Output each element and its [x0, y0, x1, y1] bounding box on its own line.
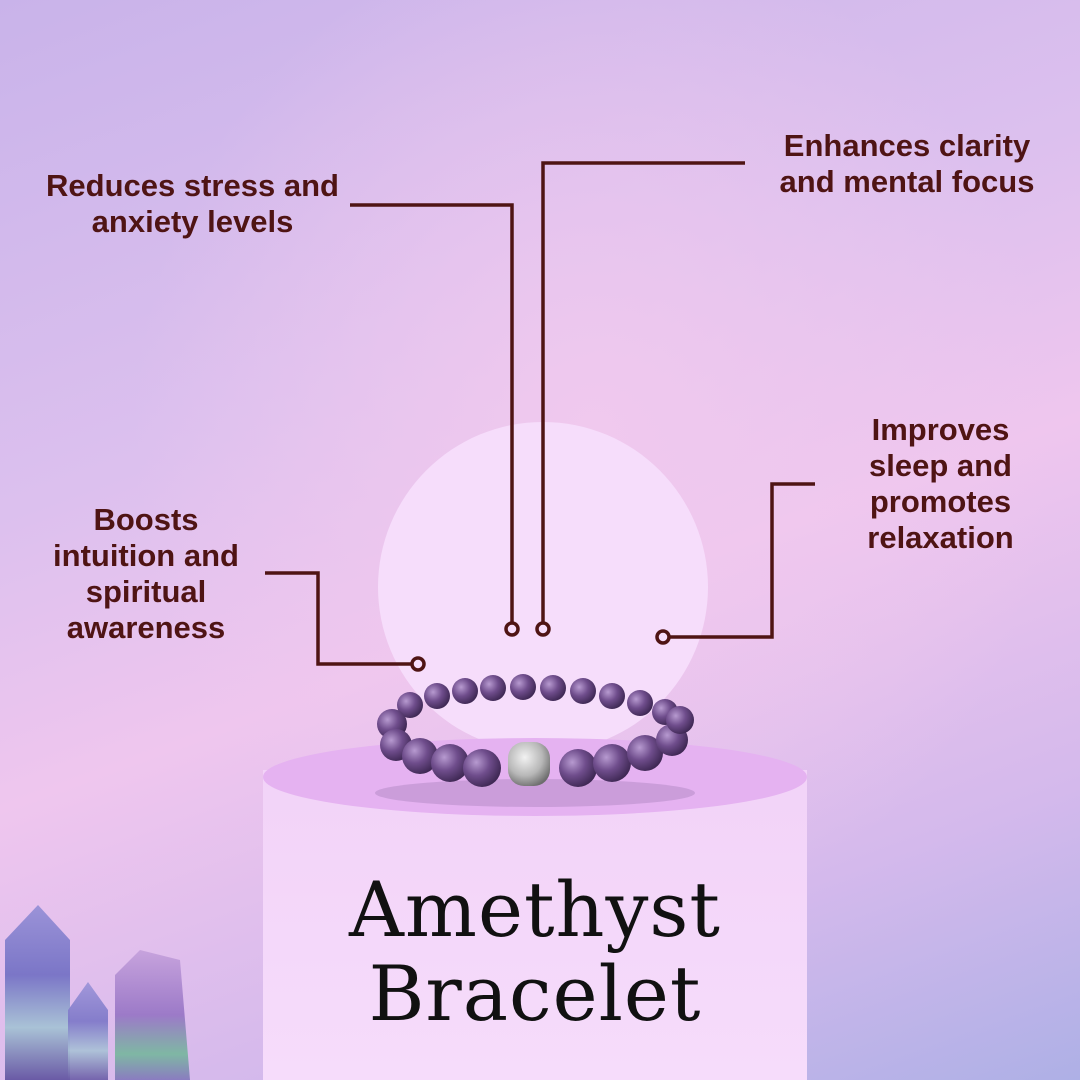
title-line-2: Bracelet	[368, 949, 702, 1038]
line-sleep	[670, 482, 815, 639]
line-clarity	[541, 161, 745, 622]
line-intuition	[265, 571, 411, 666]
crystal-small	[68, 982, 108, 1080]
product-title: Amethyst Bracelet	[263, 868, 807, 1036]
benefit-clarity: Enhances clarity and mental focus	[779, 128, 1035, 199]
crystal-medium	[115, 950, 190, 1080]
crystal-large	[5, 905, 70, 1080]
benefit-intuition: Boosts intuition and spiritual awareness	[53, 502, 239, 645]
benefit-stress: Reduces stress and anxiety levels	[46, 168, 339, 239]
line-stress	[350, 203, 514, 622]
title-line-1: Amethyst	[349, 865, 721, 954]
display-pillar	[263, 770, 807, 1080]
benefit-sleep: Improves sleep and promotes relaxation	[867, 412, 1014, 555]
buddha-charm	[508, 742, 550, 786]
